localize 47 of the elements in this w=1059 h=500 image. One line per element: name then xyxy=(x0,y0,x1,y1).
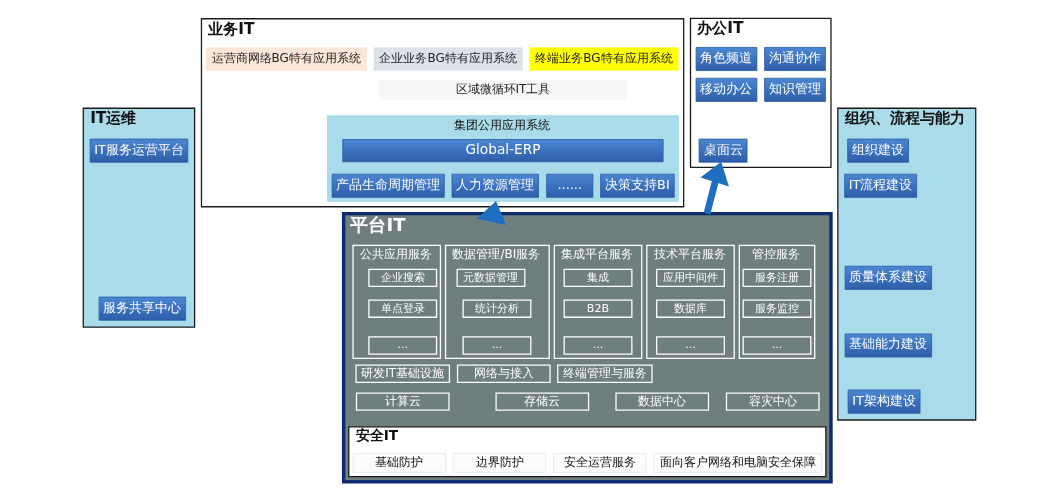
node-box: 集成 xyxy=(563,268,633,288)
node-box: 组织建设 xyxy=(847,138,909,163)
node-box: 数据中心 xyxy=(615,392,710,411)
node-box: ...... xyxy=(546,173,594,198)
arrow xyxy=(700,161,729,215)
node-box: IT流程建设 xyxy=(844,173,918,198)
node-box: B2B xyxy=(563,299,633,318)
node-box: 企业业务BG特有应用系统 xyxy=(373,47,523,71)
node-box: 决策支持BI xyxy=(600,173,675,198)
node-box: 沟通协作 xyxy=(764,47,826,71)
node-box: 网络与接入 xyxy=(456,364,551,383)
node-box: ... xyxy=(656,336,725,355)
node-box: 存储云 xyxy=(495,392,590,411)
node-box: ... xyxy=(742,336,812,355)
node-box: ... xyxy=(462,336,532,355)
node-box: 质量体系建设 xyxy=(844,265,933,290)
node-box: 终端业务BG特有应用系统 xyxy=(529,47,679,71)
node-box: ... xyxy=(368,336,438,355)
node-box: 服务监控 xyxy=(742,299,812,318)
node-box: IT服务运营平台 xyxy=(89,138,189,163)
node-box: IT架构建设 xyxy=(847,389,921,414)
node-box: 应用中间件 xyxy=(656,268,725,288)
node-box: 基础防护 xyxy=(352,453,446,473)
node-box: 服务注册 xyxy=(742,268,812,288)
node-box: 知识管理 xyxy=(764,77,826,102)
node-box: 安全运营服务 xyxy=(553,453,647,473)
node-box: 服务共享中心 xyxy=(98,296,187,321)
node-box: 桌面云 xyxy=(698,138,748,163)
arrow xyxy=(476,200,507,225)
node-box: 角色频道 xyxy=(695,47,758,71)
node-box: 计算云 xyxy=(355,392,450,411)
node-box: 数据库 xyxy=(656,299,725,318)
node-box: 运营商网络BG特有应用系统 xyxy=(205,47,367,71)
node-box: 终端管理与服务 xyxy=(557,364,653,383)
node-box: 基础能力建设 xyxy=(844,333,933,358)
node-box: 元数据管理 xyxy=(456,268,526,288)
node-box: 面向客户网络和电脑安全保障 xyxy=(653,453,822,473)
node-box: Global-ERP xyxy=(342,139,664,163)
node-box: 单点登录 xyxy=(368,299,438,318)
node-box: 研发IT基础设施 xyxy=(355,364,451,383)
node-box: 统计分析 xyxy=(462,299,532,318)
node-box: 人力资源管理 xyxy=(451,173,539,198)
node-box: 移动办公 xyxy=(695,77,758,102)
node-box: ... xyxy=(563,336,633,355)
node-box: 企业搜索 xyxy=(368,268,438,288)
node-box: 容灾中心 xyxy=(725,392,820,411)
node-box: 产品生命周期管理 xyxy=(331,173,445,198)
